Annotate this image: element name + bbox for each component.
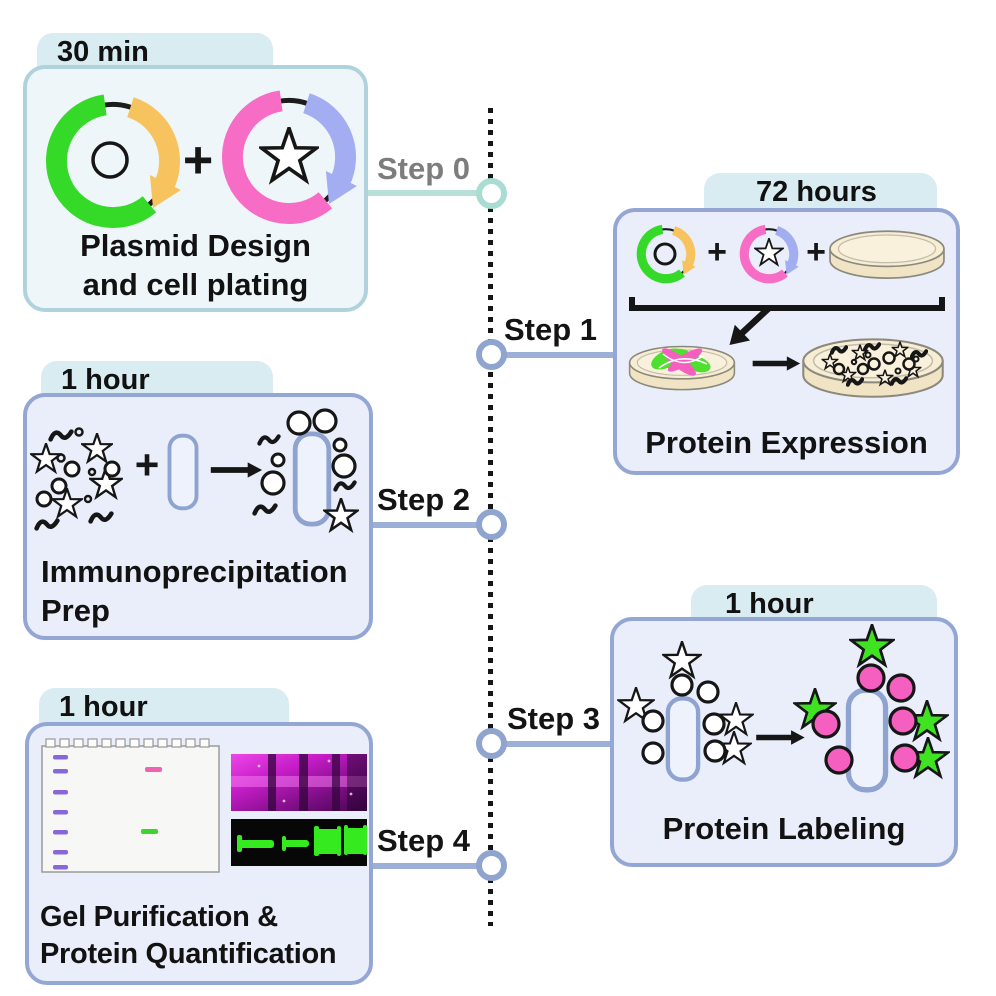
timeline-node-icon <box>476 339 507 370</box>
arrow-right-icon <box>211 462 262 477</box>
step3-label: Step 3 <box>507 701 601 736</box>
step1-label: Step 1 <box>504 312 598 347</box>
step3-caption: Protein Labeling <box>662 811 906 846</box>
magenta-blot-image <box>231 754 367 811</box>
pink-band <box>145 767 162 772</box>
step3-connector <box>504 741 614 747</box>
star-protein-icon <box>662 641 702 678</box>
step1-connector <box>504 352 616 358</box>
column-icon <box>668 698 698 779</box>
timeline-node-icon <box>476 509 507 540</box>
step0-caption: Plasmid Design and cell plating <box>80 228 311 302</box>
label-dot-icon <box>856 663 886 693</box>
column-icon <box>167 433 199 511</box>
star-protein-icon <box>718 702 754 736</box>
green-blot-image <box>231 819 367 866</box>
step0-card: + Plasmid Design and cell plating <box>23 65 368 312</box>
step0-connector <box>364 190 480 196</box>
step2-caption: Immunoprecipitation Prep <box>41 554 348 628</box>
label-dot-icon <box>824 745 854 775</box>
step0-graphics <box>27 69 364 308</box>
bead-circle-icon <box>35 490 53 508</box>
peptide-squiggle-icon <box>37 521 58 529</box>
transfection-dish-icon <box>628 345 736 391</box>
plus-icon: + <box>806 232 826 271</box>
petri-dish-icon <box>829 230 945 279</box>
plasmid-circle-icon <box>641 229 695 279</box>
colony-dish-icon <box>802 338 944 398</box>
lysate-mixture <box>30 427 123 529</box>
labeled-proteins-on-column <box>793 624 950 790</box>
step1-caption: Protein Expression <box>645 425 928 460</box>
bead-circle-icon <box>63 460 81 478</box>
star-protein-icon <box>81 433 113 463</box>
step1-graphics <box>628 212 945 398</box>
step4-label: Step 4 <box>376 823 470 858</box>
arrow-down-icon <box>729 305 772 345</box>
step1-card: + + Protein Expression <box>613 208 960 475</box>
arrow-right-icon <box>753 356 801 370</box>
step0-label: Step 0 <box>376 151 470 186</box>
step3-graphics <box>617 624 950 863</box>
plasmid-star-icon <box>744 229 798 279</box>
peptide-squiggle-icon <box>51 432 72 440</box>
step2-connector <box>370 522 480 528</box>
peptide-squiggle-icon <box>91 514 112 522</box>
plasmid-star-icon <box>232 100 356 213</box>
step4-caption: Gel Purification & Protein Quantificatio… <box>40 901 337 970</box>
label-dot-icon <box>886 673 916 703</box>
column-with-bound-proteins <box>255 408 359 532</box>
bead-circle-icon <box>50 477 68 495</box>
plus-icon: + <box>182 131 214 190</box>
labeled-star-icon <box>849 624 895 667</box>
column-icon <box>848 690 885 790</box>
timeline-node-icon <box>476 850 507 881</box>
arrow-right-icon <box>756 730 804 744</box>
label-dot-icon <box>890 743 920 773</box>
plus-icon: + <box>707 232 727 271</box>
label-dot-icon <box>888 706 918 736</box>
step4-graphics <box>41 738 367 873</box>
step3-card: Protein Labeling <box>610 617 958 867</box>
star-protein-icon <box>30 443 62 473</box>
gel-icon <box>41 738 220 873</box>
step2-card: + Immunoprecipitation Prep <box>23 393 373 640</box>
ladder-bands <box>53 755 68 870</box>
green-band <box>141 829 158 834</box>
bead-circle-icon <box>103 460 121 478</box>
label-dot-icon <box>811 709 841 739</box>
step4-card: Gel Purification & Protein Quantificatio… <box>25 722 373 985</box>
unlabeled-proteins-on-column <box>617 641 754 780</box>
plus-icon: + <box>134 441 160 489</box>
plasmid-circle-icon <box>56 104 180 217</box>
step2-graphics <box>30 408 359 532</box>
bracket-icon <box>629 297 945 311</box>
timeline-node-icon <box>476 728 507 759</box>
timeline-node-icon <box>476 178 507 209</box>
step4-connector <box>370 863 480 869</box>
step2-label: Step 2 <box>376 482 470 517</box>
